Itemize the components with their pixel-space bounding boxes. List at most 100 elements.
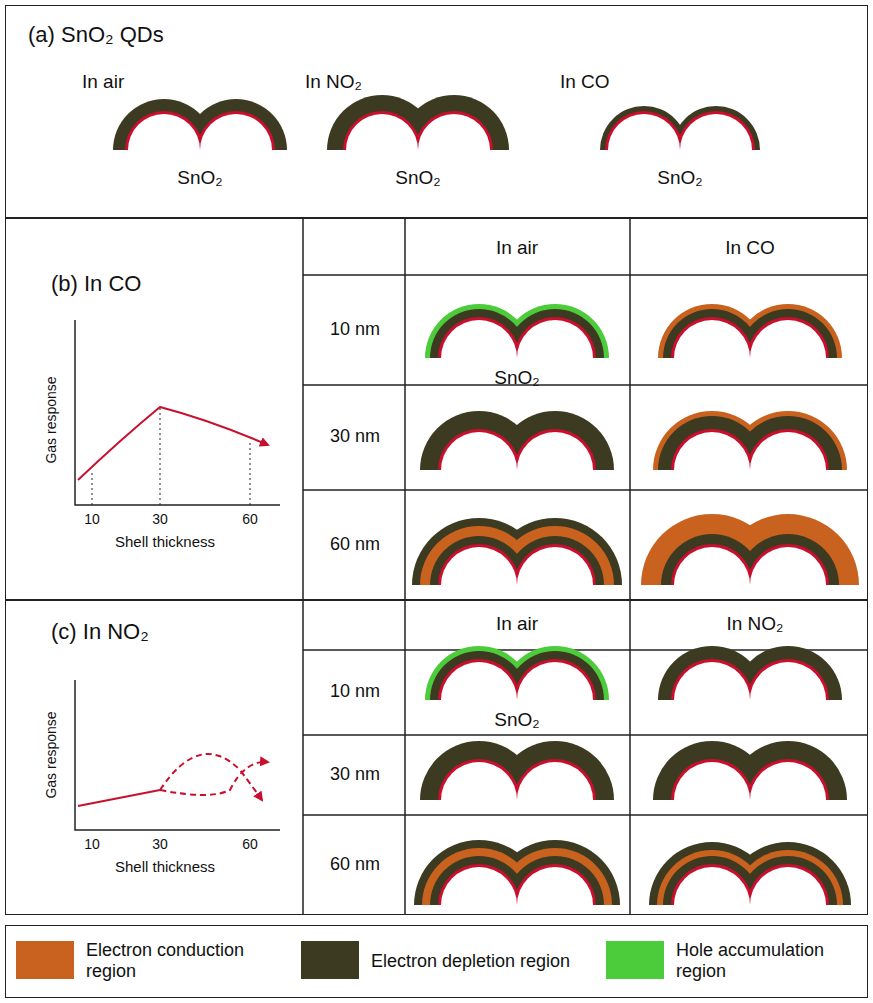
shell-layer [671, 759, 753, 800]
shell-layer [441, 867, 517, 905]
shell-layer [200, 114, 272, 150]
figure-label: 30 nm [330, 765, 380, 785]
shell-layer [734, 304, 842, 358]
figure-label: 60 nm [330, 535, 380, 555]
shell-layer [514, 659, 596, 700]
figure-label: In air [82, 72, 124, 93]
figure-label: SnO₂ [177, 168, 222, 189]
shell-layer [674, 432, 750, 470]
shell-layer [441, 547, 517, 585]
figure-label: 10 [84, 512, 100, 527]
shell-layer [674, 867, 750, 905]
shell-layer [343, 111, 421, 150]
shell-layer [671, 544, 753, 585]
figure-label: 10 nm [330, 320, 380, 340]
shell-layer [441, 320, 517, 358]
shell-layer [750, 320, 826, 358]
shell-layer [441, 662, 517, 700]
legend-swatch [301, 941, 359, 979]
figure-label: 60 [242, 512, 258, 527]
figure-label: In CO [725, 238, 775, 259]
shell-layer [438, 759, 520, 800]
shell-layer [747, 544, 829, 585]
panel-title: (a) SnO₂ QDs [28, 22, 164, 48]
shell-layer [517, 547, 593, 585]
shell-layer [441, 432, 517, 470]
shell-layer [438, 659, 520, 700]
figure-label: In CO [560, 72, 610, 93]
shell-layer [517, 320, 593, 358]
shell-layer [750, 662, 826, 700]
shell-layer [674, 662, 750, 700]
chart-b [75, 320, 280, 505]
figure-label: 30 nm [330, 427, 380, 447]
shell-layer [747, 759, 829, 800]
shell-layer [506, 651, 604, 700]
figure-label: 10 [84, 837, 100, 852]
shell-layer [747, 317, 829, 358]
figure-label: 30 [152, 837, 168, 852]
shell-layer [747, 864, 829, 905]
legend-box: Electron conduction region Electron deple… [5, 925, 868, 998]
figure-label: In air [496, 238, 538, 259]
figure-label: 30 [152, 512, 168, 527]
shell-layer [750, 547, 826, 585]
figure-label: SnO₂ [657, 168, 702, 189]
shell-layer [514, 317, 596, 358]
shell-layer [671, 317, 753, 358]
figure-label: 60 [242, 837, 258, 852]
figure-label: Shell thickness [115, 859, 215, 876]
shell-layer [672, 106, 760, 150]
shell-layer [605, 111, 683, 150]
shell-layer [197, 111, 275, 150]
shell-layer [747, 429, 829, 470]
shell-layer [674, 547, 750, 585]
figure-label: In NO₂ [727, 614, 784, 635]
legend-text: Electron conduction region [86, 940, 291, 981]
shell-layer [346, 114, 418, 150]
chart-c [75, 680, 280, 830]
shell-layer [506, 536, 604, 585]
shell-layer [734, 646, 842, 700]
legend-swatch [16, 941, 74, 979]
shell-layer [125, 111, 203, 150]
core-shell-illustrations [113, 95, 859, 905]
figure-label: Shell thickness [115, 534, 215, 551]
shell-layer [733, 850, 843, 905]
shell-layer [418, 114, 490, 150]
legend-swatch [606, 941, 664, 979]
shell-layer [438, 429, 520, 470]
panel-title: (b) In CO [51, 271, 141, 297]
shell-layer [680, 114, 752, 150]
shell-layer [438, 317, 520, 358]
shell-layer [737, 534, 839, 585]
figure-label: 60 nm [330, 855, 380, 875]
shell-layer [734, 416, 842, 470]
shell-layer [517, 867, 593, 905]
legend-text: Electron depletion region [371, 951, 576, 972]
shell-layer [739, 856, 837, 905]
shell-layer [415, 111, 493, 150]
shell-layer [750, 762, 826, 800]
shell-layer [506, 309, 604, 358]
figure-label: 10 nm [330, 682, 380, 702]
shell-layer [517, 432, 593, 470]
shell-layer [674, 320, 750, 358]
figure-label: SnO₂ [494, 368, 539, 389]
shell-layer [671, 659, 753, 700]
shell-layer [514, 759, 596, 800]
shell-layer [514, 429, 596, 470]
shell-layer [128, 114, 200, 150]
panel-title: (c) In NO₂ [51, 619, 149, 645]
shell-layer [671, 864, 753, 905]
shell-layer [600, 106, 688, 150]
shell-layer [514, 544, 596, 585]
figure-label: SnO₂ [494, 710, 539, 731]
shell-layer [608, 114, 680, 150]
shell-layer [185, 99, 287, 150]
figure-label: Gas response [44, 711, 59, 798]
shell-layer [514, 864, 596, 905]
shell-layer [501, 304, 609, 358]
shell-layer [438, 544, 520, 585]
